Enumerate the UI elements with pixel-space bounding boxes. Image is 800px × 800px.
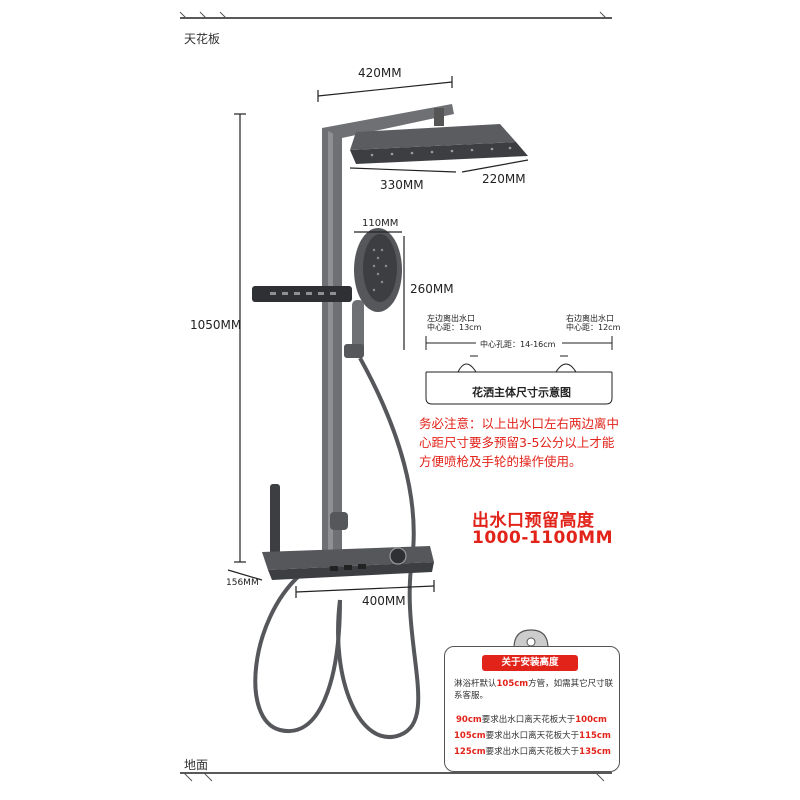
- spacing-caption: 花洒主体尺寸示意图: [472, 386, 571, 399]
- diverter-knob: [330, 512, 348, 530]
- head-connector: [434, 108, 444, 126]
- shelf-buttons: [330, 564, 366, 571]
- spray-gun: [270, 484, 280, 554]
- outlet-height-range: 1000-1100MM: [472, 528, 614, 548]
- install-rule-1: 90cm要求出水口离天花板大于100cm: [456, 715, 607, 725]
- waterfall-slots: [270, 292, 336, 295]
- dim-220-label: 220MM: [482, 172, 526, 186]
- left-spacing-title: 左边离出水口: [427, 314, 475, 323]
- floor-label: 地面: [184, 758, 209, 772]
- right-spacing-value: 中心距：12cm: [566, 323, 621, 332]
- dim-330-line: [349, 167, 457, 173]
- right-spacing-title: 右边离出水口: [566, 314, 614, 323]
- dim-156-label: 156MM: [226, 578, 259, 588]
- dim-260-label: 260MM: [410, 282, 454, 296]
- sign-hook: [513, 629, 549, 649]
- left-spacing-value: 中心距：13cm: [427, 323, 482, 332]
- outlet-height-title: 出水口预留高度: [472, 511, 595, 531]
- dim-156-line: [227, 569, 263, 581]
- dim-420-label: 420MM: [358, 66, 402, 80]
- top-arm: [322, 104, 454, 138]
- ceiling-hatch: [179, 11, 607, 19]
- dim-420-line: [317, 76, 453, 102]
- dim-330-label: 330MM: [380, 178, 424, 192]
- rain-head-nozzles: [370, 146, 512, 157]
- hose-right: [336, 357, 421, 739]
- center-spacing-value: 中心孔距：14-16cm: [480, 340, 556, 349]
- install-sign-title: 关于安装高度: [482, 655, 578, 671]
- dim-1050-line: [234, 113, 246, 563]
- dim-400-label: 400MM: [362, 594, 406, 608]
- handset-holder: [344, 344, 364, 358]
- temperature-dial: [389, 547, 407, 565]
- hand-shower-handle: [352, 300, 364, 358]
- rain-shower-head: [350, 142, 528, 164]
- install-sign-text: 淋浴杆默认105cm方管，如需其它尺寸联系客服。: [454, 679, 614, 701]
- install-rule-2: 105cm要求出水口离天花板大于115cm: [454, 731, 611, 741]
- install-rule-3: 125cm要求出水口离天花板大于135cm: [454, 747, 611, 757]
- dim-110-label: 110MM: [362, 218, 399, 229]
- hose-left: [253, 573, 342, 734]
- notice-text: 务必注意：以上出水口左右两边离中心距尺寸要多预留3-5公分以上才能方便喷枪及手轮…: [419, 416, 620, 469]
- dim-1050-label: 1050MM: [190, 318, 242, 332]
- spacing-diagram: [425, 336, 613, 405]
- dim-220-line: [461, 159, 529, 173]
- hand-shower-nozzles: [372, 248, 388, 292]
- floor-hatch: [183, 772, 605, 782]
- ceiling-label: 天花板: [184, 32, 221, 46]
- waterfall-outlet: [252, 286, 352, 302]
- dim-400-line: [295, 580, 435, 598]
